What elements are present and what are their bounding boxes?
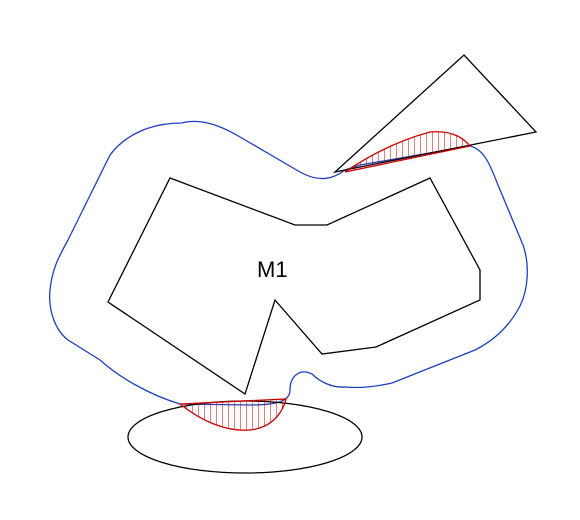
overlap-region-ellipse xyxy=(178,398,287,431)
polygon-label: M1 xyxy=(257,257,288,282)
offset-boundary xyxy=(49,120,528,406)
overlap-region-triangle xyxy=(344,131,472,173)
polygon-m1 xyxy=(107,177,481,396)
triangle xyxy=(332,54,538,174)
